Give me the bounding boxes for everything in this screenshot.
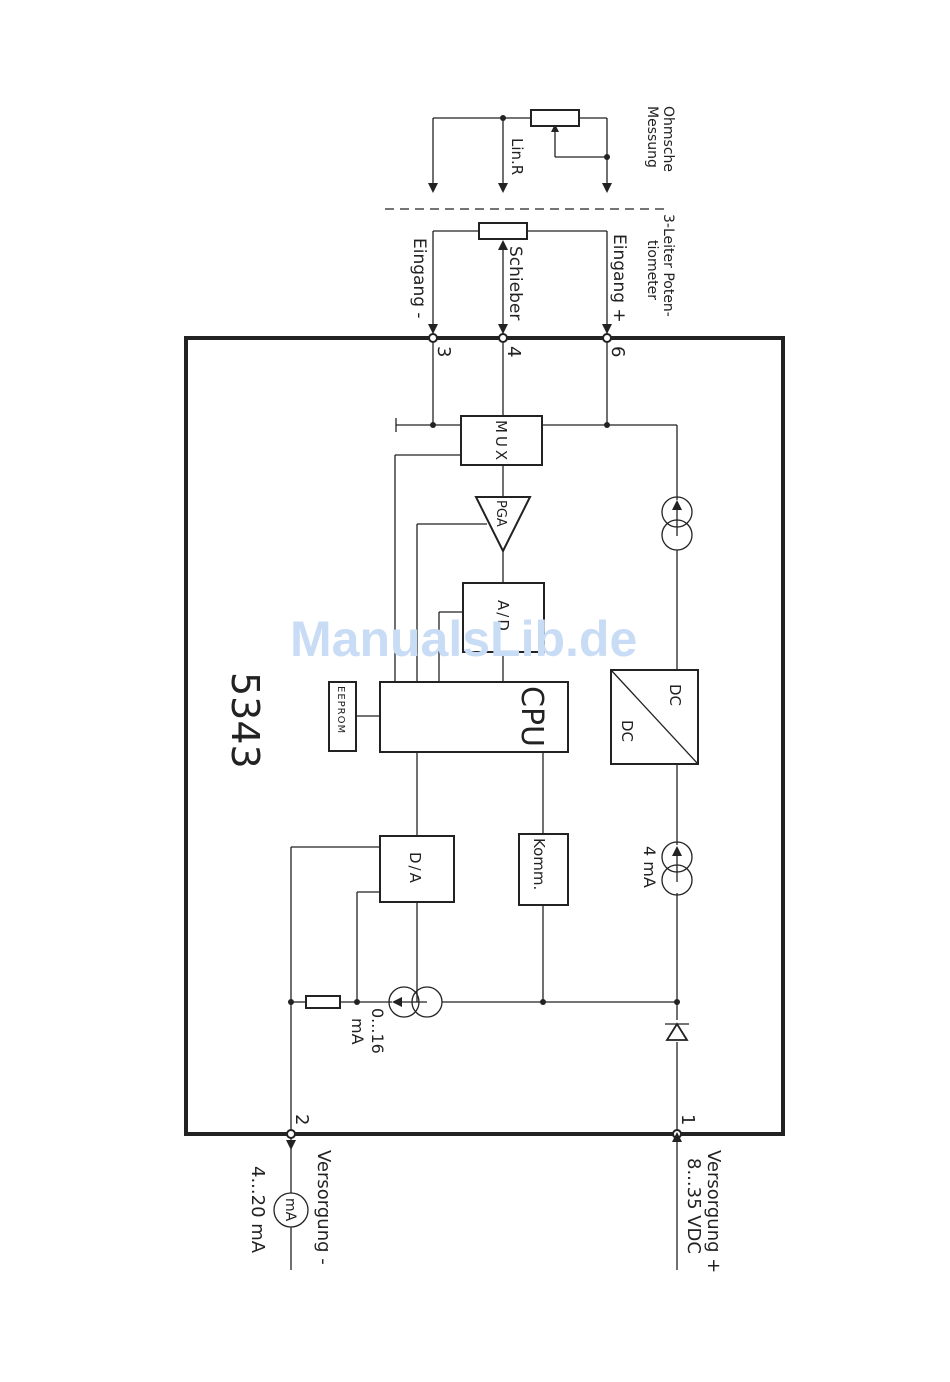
eeprom-label: EEPROM xyxy=(335,686,346,734)
ammeter-label: mA xyxy=(282,1198,298,1222)
terminal-label-3: 3 xyxy=(433,346,454,357)
terminal-label-6: 6 xyxy=(607,346,628,357)
label-eingang-plus: Eingang + xyxy=(609,234,629,323)
label-4ma: 4 mA xyxy=(640,846,659,888)
label-poti-1: 3-Leiter Poten- xyxy=(660,214,676,317)
pga-label: PGA xyxy=(493,500,508,527)
dcdc-label-top: DC xyxy=(666,684,684,706)
terminal-label-2: 2 xyxy=(291,1114,312,1125)
mux-label: MUX xyxy=(492,420,510,463)
label-vplus-2: 8...35 VDC xyxy=(683,1158,704,1254)
label-016-1: 0...16 xyxy=(368,1008,387,1054)
terminal-4 xyxy=(499,334,507,342)
dcdc-label-bottom: DC xyxy=(618,720,636,742)
current-source-4ma xyxy=(662,842,692,895)
label-016-2: mA xyxy=(348,1018,367,1045)
ohmic-resistor xyxy=(531,110,579,126)
terminal-6 xyxy=(603,334,611,342)
komm-label: Komm. xyxy=(530,838,548,890)
terminal-3 xyxy=(429,334,437,342)
terminal-label-1: 1 xyxy=(677,1114,698,1125)
current-source-016ma xyxy=(389,987,442,1017)
terminal-2 xyxy=(287,1130,295,1138)
potentiometer xyxy=(479,223,527,239)
terminal-label-4: 4 xyxy=(503,346,524,357)
label-schieber: Schieber xyxy=(505,246,525,320)
cpu-label: CPU xyxy=(514,686,549,747)
label-eingang-minus: Eingang - xyxy=(409,238,429,319)
model-number: 5343 xyxy=(223,672,267,769)
excitation-current-source xyxy=(662,497,692,550)
label-linr: Lin.R xyxy=(508,138,526,175)
da-label: D/A xyxy=(406,852,424,885)
supply-wiring xyxy=(286,1132,682,1270)
label-vminus-1: Versorgung - xyxy=(313,1150,334,1265)
label-messung: Messung xyxy=(644,106,660,168)
diode xyxy=(665,1024,689,1040)
label-vplus-1: Versorgung + xyxy=(703,1150,724,1273)
watermark: ManualsLib.de xyxy=(290,611,637,667)
label-ohmsche: Ohmsche xyxy=(660,106,676,172)
label-vminus-2: 4...20 mA xyxy=(247,1166,268,1254)
label-poti-2: tiometer xyxy=(644,240,660,300)
sense-resistor xyxy=(306,996,340,1008)
